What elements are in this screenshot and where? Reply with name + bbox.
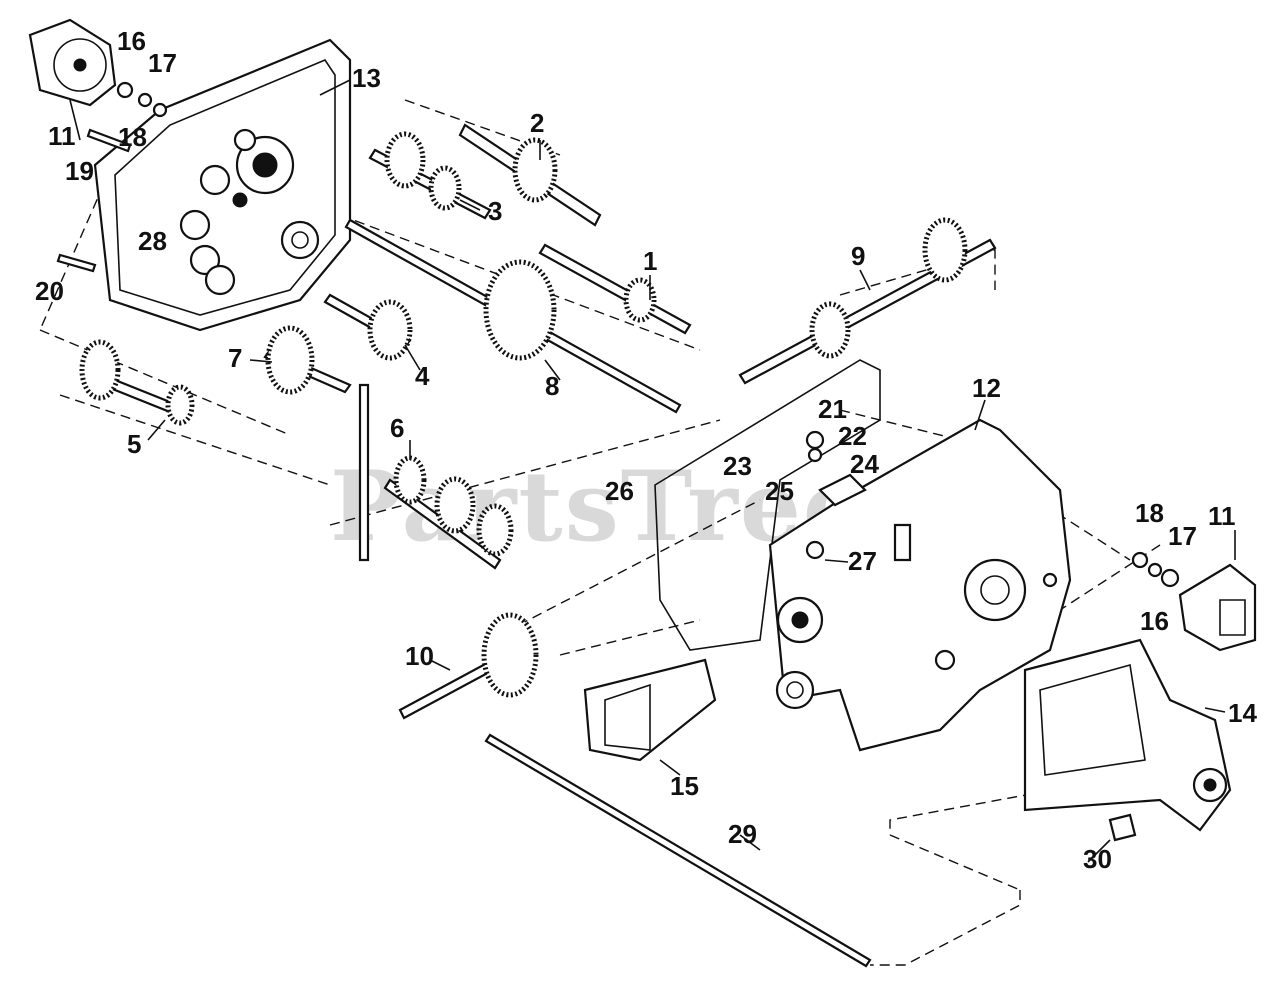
- callout-15: 15: [670, 771, 699, 801]
- callout-1: 1: [643, 246, 657, 276]
- brake-cover-right: [1178, 563, 1257, 652]
- callout-labels: 1 2 3 4 5 6 7 8 9 10 11 11 12 13 14 15 1…: [35, 26, 1257, 874]
- callout-8: 8: [545, 371, 559, 401]
- callout-10: 10: [405, 641, 434, 671]
- callout-9: 9: [851, 241, 865, 271]
- callout-13: 13: [352, 63, 381, 93]
- callout-3: 3: [488, 196, 502, 226]
- callout-5: 5: [127, 429, 141, 459]
- callout-22: 22: [838, 421, 867, 451]
- gasket: [654, 359, 881, 651]
- callout-14: 14: [1228, 698, 1257, 728]
- right-housing-half: [768, 418, 1072, 752]
- callout-6: 6: [390, 413, 404, 443]
- callout-11-left: 11: [48, 121, 76, 151]
- callout-2: 2: [530, 108, 544, 138]
- callout-26: 26: [605, 476, 634, 506]
- callout-11-right: 11: [1208, 501, 1236, 531]
- hardware: [56, 81, 1180, 842]
- callout-17-left: 17: [148, 48, 177, 78]
- axle-housing: [1023, 638, 1232, 832]
- callout-17-right: 17: [1168, 521, 1197, 551]
- callout-24: 24: [850, 449, 879, 479]
- callout-16-right: 16: [1140, 606, 1169, 636]
- callout-18-right: 18: [1135, 498, 1164, 528]
- left-housing-half: [93, 38, 352, 332]
- callout-23: 23: [723, 451, 752, 481]
- callout-30: 30: [1083, 844, 1112, 874]
- callout-7: 7: [228, 343, 242, 373]
- callout-20: 20: [35, 276, 64, 306]
- callout-18-left: 18: [118, 122, 147, 152]
- callout-28: 28: [138, 226, 167, 256]
- callout-19: 19: [65, 156, 94, 186]
- leader-lines: [69, 79, 1236, 863]
- callout-16-left: 16: [117, 26, 146, 56]
- callout-21: 21: [818, 394, 847, 424]
- brake-cover-left: [28, 18, 117, 107]
- callout-27: 27: [848, 546, 877, 576]
- callout-12: 12: [972, 373, 1001, 403]
- shaft-gear-assemblies: [79, 123, 997, 968]
- callout-25: 25: [765, 476, 794, 506]
